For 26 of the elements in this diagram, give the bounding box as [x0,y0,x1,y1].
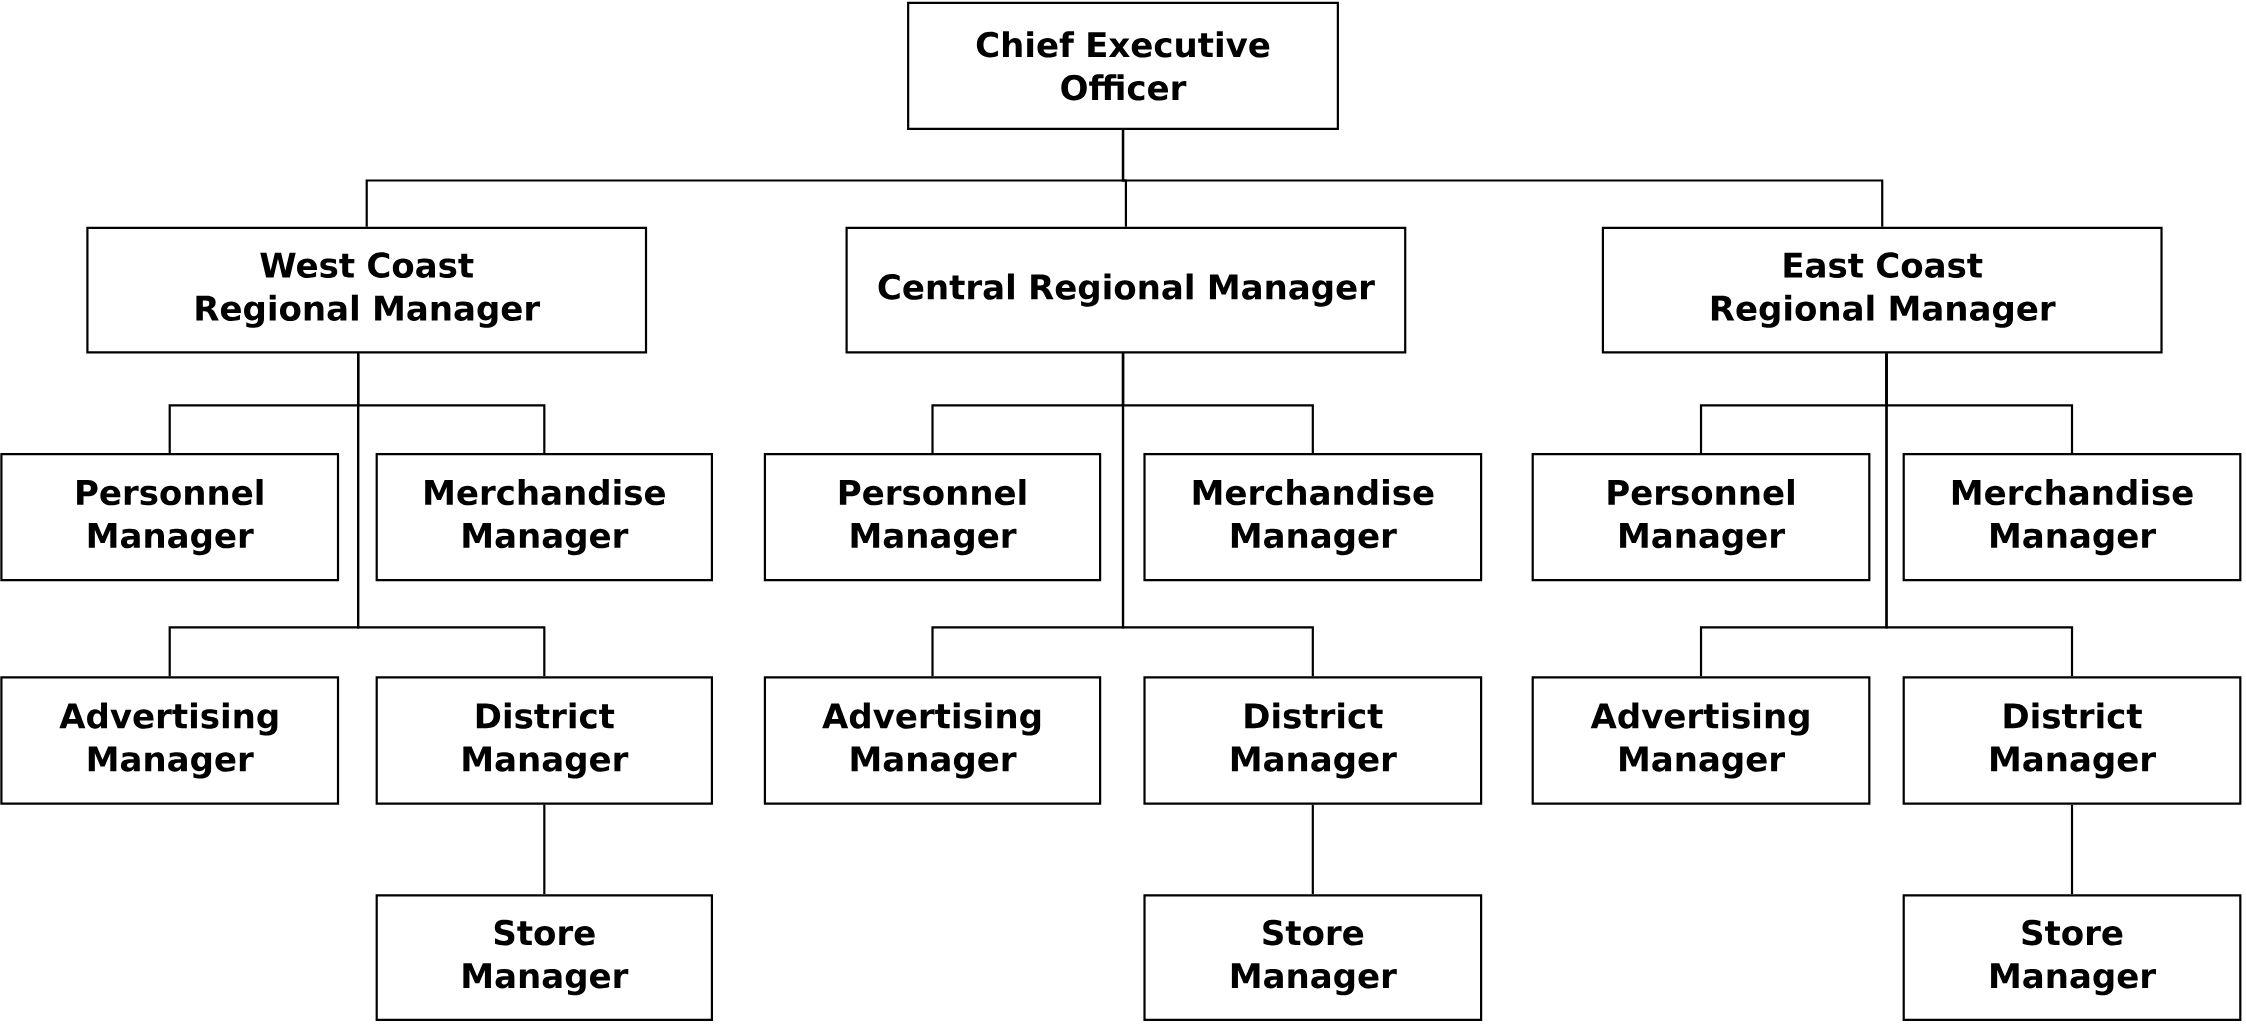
org-box: Personnel Manager [1531,452,1871,582]
org-box: West Coast Regional Manager [86,226,648,354]
org-box: Personnel Manager [0,452,340,582]
connector-line [2070,804,2074,895]
org-box: East Coast Regional Manager [1601,226,2163,354]
org-box: Merchandise Manager [1902,452,2242,582]
org-box: District Manager [1902,676,2242,805]
org-box: Store Manager [375,894,713,1021]
org-box: Personnel Manager [763,452,1102,582]
org-box: District Manager [1143,676,1483,805]
org-box: Chief Executive Officer [907,1,1339,131]
org-box: Merchandise Manager [1143,452,1483,582]
org-box: Central Regional Manager [845,226,1407,354]
org-box: Advertising Manager [0,676,340,805]
org-box: Store Manager [1902,894,2242,1021]
connector-line [1121,130,1884,227]
org-box: Store Manager [1143,894,1483,1021]
org-box: Advertising Manager [763,676,1102,805]
org-box: District Manager [375,676,713,805]
connector-line [543,804,546,895]
connector-line [1121,353,1314,677]
connector-line [1885,353,2074,677]
org-box: Merchandise Manager [375,452,713,582]
connector-line [1311,804,1314,895]
connector-line [357,353,546,677]
org-box: Advertising Manager [1531,676,1871,805]
